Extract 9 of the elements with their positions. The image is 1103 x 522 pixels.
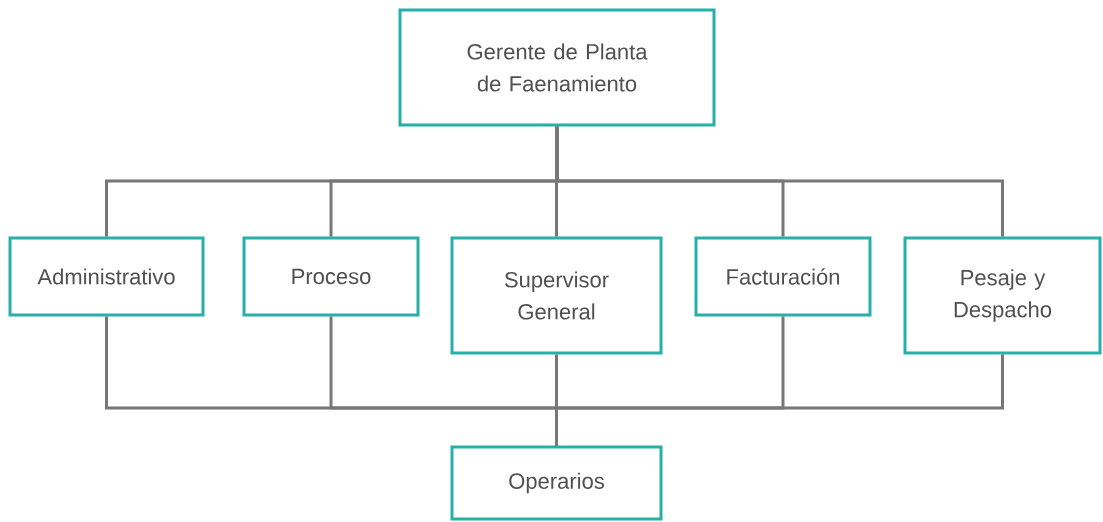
- org-box: Administrativo: [8, 236, 205, 317]
- org-box: Facturación: [694, 236, 872, 317]
- org-box: Gerente de Planta de Faenamiento: [398, 8, 716, 127]
- connector-line: [555, 354, 1004, 446]
- org-box: Pesaje y Despacho: [903, 236, 1102, 355]
- org-box: Supervisor General: [450, 236, 663, 355]
- connector-line: [555, 126, 1004, 237]
- org-box: Operarios: [450, 445, 663, 521]
- org-box: Proceso: [242, 236, 420, 317]
